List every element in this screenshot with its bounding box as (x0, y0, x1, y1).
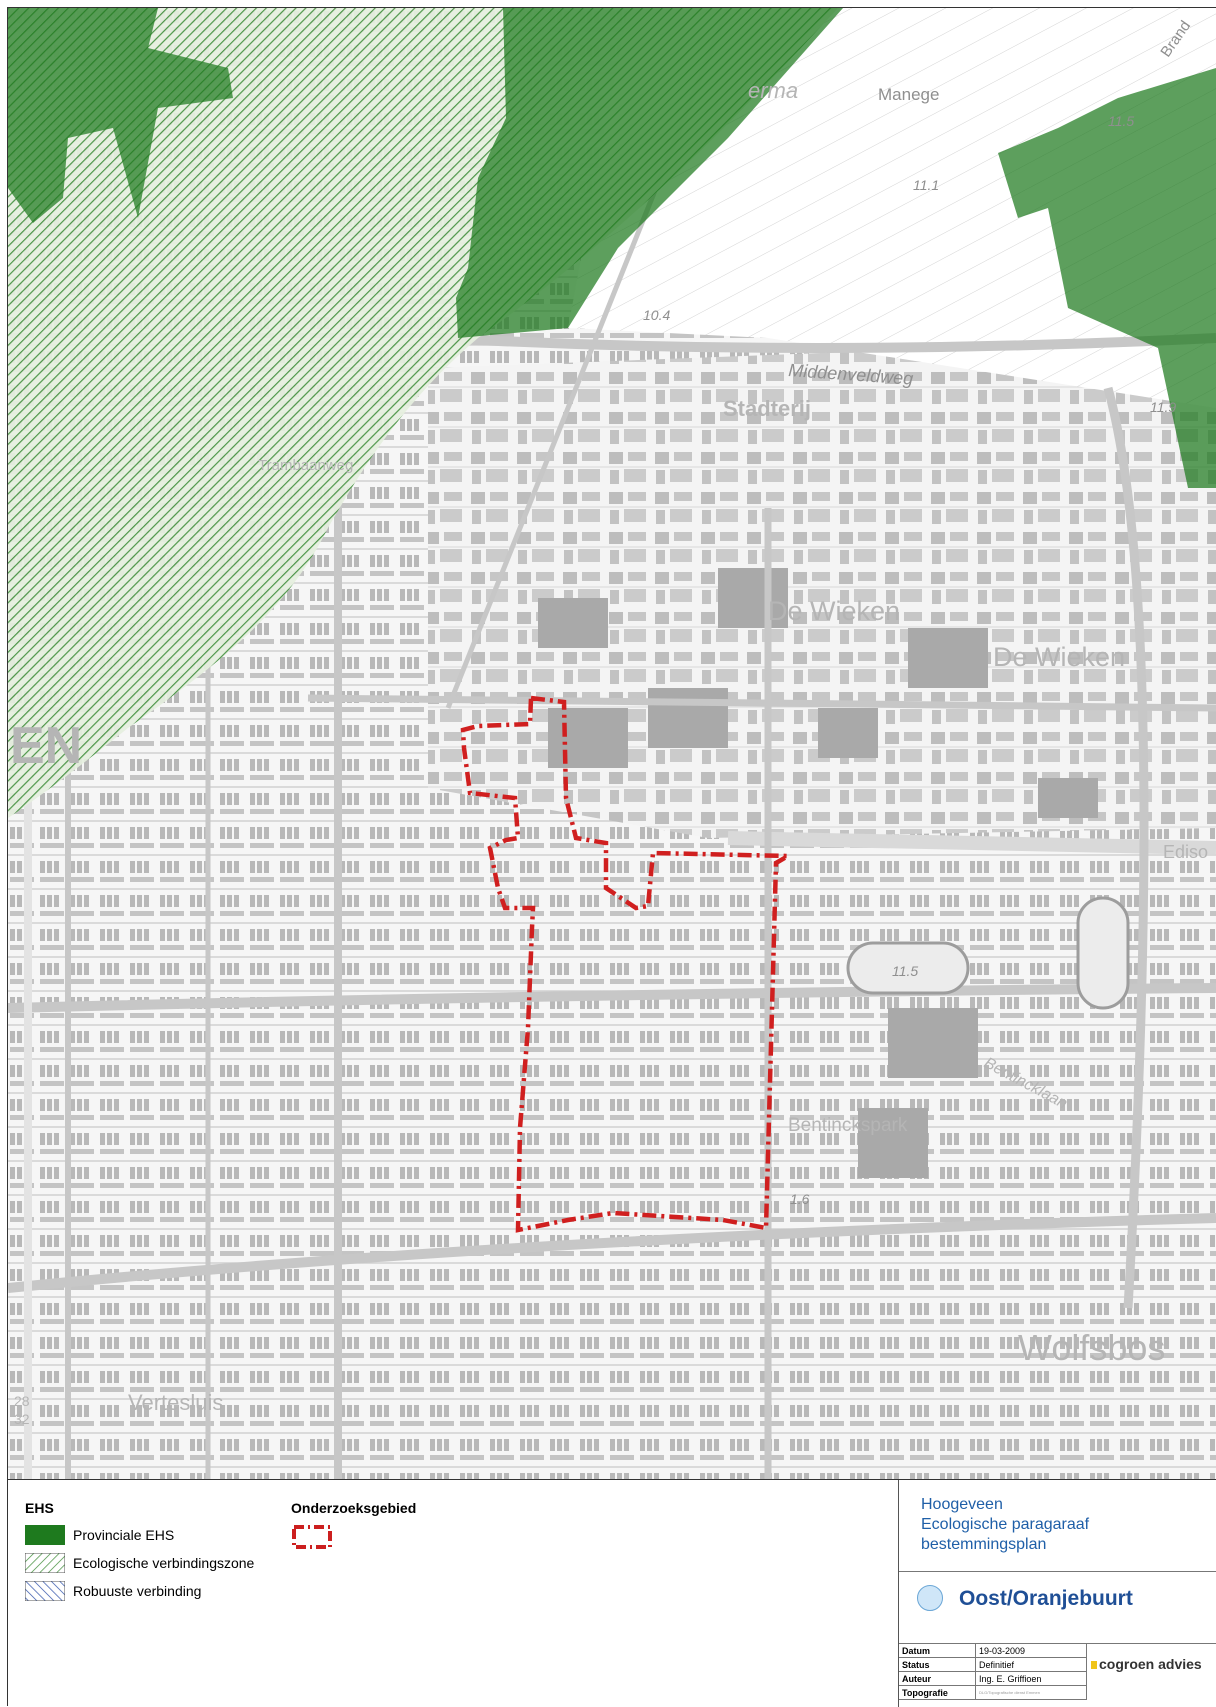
meta-key: Status (899, 1657, 976, 1672)
project-line-1: Hoogeveen (921, 1496, 1003, 1513)
sports-track (846, 896, 1130, 1010)
label-wolfsbos: Wolfsbos (1018, 1327, 1165, 1368)
legend-study-title: Onderzoeksgebied (291, 1500, 417, 1516)
logo-mark-icon (1091, 1661, 1097, 1670)
legend-item-provincial-ehs: Provinciale EHS (25, 1525, 174, 1545)
legend-panel: EHS Provinciale EHS Ecologische verbindi… (8, 1479, 1216, 1707)
project-line-2: Ecologische paragaraaf (921, 1516, 1090, 1533)
label-height-10-4: 10.4 (643, 307, 670, 323)
meta-key: Datum (899, 1644, 976, 1658)
meta-value: 19-03-2009 (975, 1644, 1087, 1658)
label-vertesluis: Vertesluis (128, 1390, 223, 1415)
label-de-wieken-1: De Wieken (768, 596, 900, 626)
label-bentinckspark: Bentinckspark (788, 1115, 908, 1136)
circle-icon (917, 1585, 943, 1611)
meta-value: DLG/Topografische dienst Emmen (975, 1685, 1087, 1700)
label-de-wieken-2: De Wieken (993, 642, 1125, 672)
industrial-area (428, 338, 1216, 838)
study-area-boundary (460, 695, 797, 1233)
label-perma: erma (748, 78, 798, 103)
plan-name: Oost/Oranjebuurt (959, 1587, 1133, 1610)
label-32: 32 (14, 1411, 30, 1427)
divider (899, 1571, 1216, 1572)
label-height-11-1: 11.1 (913, 177, 939, 193)
topographic-map[interactable]: Manege Brand erma Middenveldweg Stadteri… (8, 8, 1216, 1479)
legend-ehs-title: EHS (25, 1500, 54, 1516)
legend-label: Ecologische verbindingszone (73, 1555, 255, 1571)
meta-value: Ing. E. Griffioen (975, 1671, 1087, 1686)
legend-item-robust-connection: Robuuste verbinding (24, 1580, 202, 1602)
legend-label: Provinciale EHS (73, 1527, 175, 1543)
project-title: Hoogeveen Ecologische paragaraaf bestemm… (921, 1495, 1089, 1555)
meta-value: Definitief (975, 1657, 1087, 1672)
label-stadterij: Stadterij (723, 396, 811, 421)
label-height-1-6: 1.6 (790, 1191, 810, 1207)
legend-item-ecological-zone: Ecologische verbindingszone (24, 1552, 255, 1574)
divider (899, 1643, 1216, 1644)
meta-key: Topografie (899, 1685, 976, 1700)
provincial-ehs-areas (8, 8, 1216, 488)
map-frame (7, 7, 1216, 1706)
meta-key: Auteur (899, 1671, 976, 1686)
label-height-11-9: 11.9 (1150, 399, 1176, 415)
swatch-ecological-zone (24, 1552, 66, 1574)
label-manege: Manege (878, 85, 939, 104)
label-ediso: Ediso (1163, 842, 1208, 862)
large-buildings (538, 568, 1098, 1178)
legend-item-study-area (291, 1524, 333, 1550)
title-block: Hoogeveen Ecologische paragaraaf bestemm… (898, 1480, 1216, 1707)
swatch-study-area (292, 1525, 332, 1549)
swatch-provincial-ehs (25, 1525, 65, 1545)
legend-label: Robuuste verbinding (73, 1583, 202, 1599)
swatch-robust-connection (24, 1580, 66, 1602)
label-height-11-5b: 11.5 (892, 963, 918, 979)
logo-text: cogroen advies (1099, 1656, 1202, 1672)
label-trambaanweg: Trambaanweg (258, 457, 353, 474)
project-line-3: bestemmingsplan (921, 1536, 1047, 1553)
label-height-11-5a: 11.5 (1108, 113, 1134, 129)
label-en: EN (10, 717, 82, 775)
company-logo: cogroen advies (1091, 1656, 1202, 1672)
label-28: 28 (14, 1393, 30, 1409)
roads (8, 8, 1216, 1479)
